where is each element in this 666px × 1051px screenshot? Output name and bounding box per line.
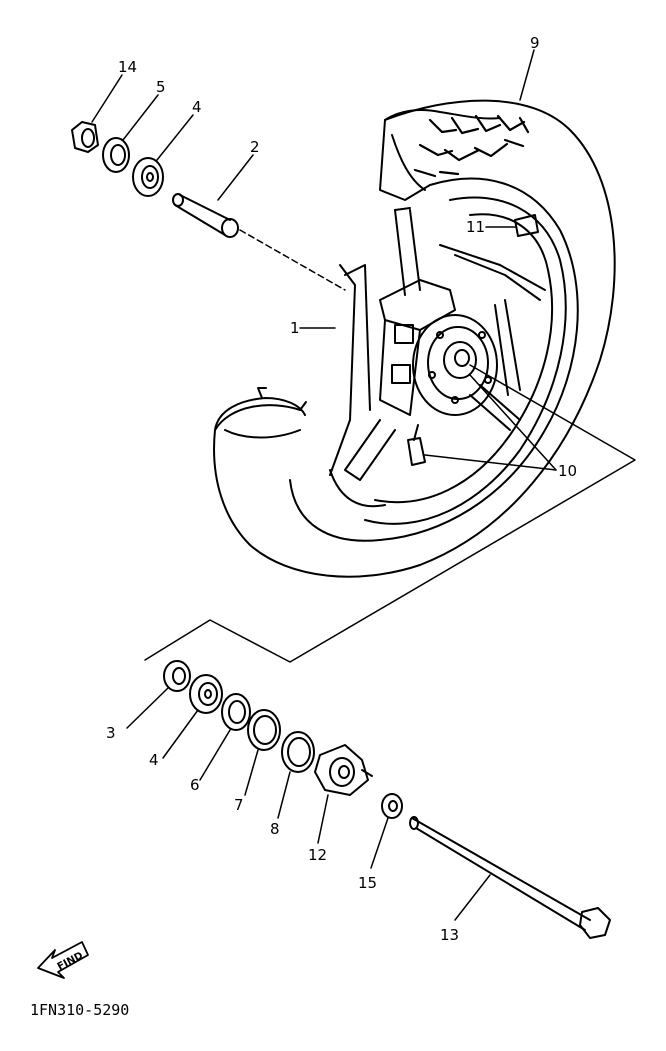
- washer-part-7: [247, 709, 281, 751]
- callout-4-upper: 4: [192, 98, 202, 116]
- callout-9: 9: [530, 34, 540, 52]
- valve-stem: [407, 424, 426, 466]
- bearing-part-4-lower: [189, 674, 223, 714]
- callout-10: 10: [558, 462, 577, 480]
- callout-8: 8: [270, 820, 280, 838]
- callout-13: 13: [440, 926, 459, 944]
- callout-leaders: [91, 49, 557, 921]
- find-arrow-icon: FIND: [37, 941, 89, 979]
- tread-pattern: [413, 114, 530, 178]
- gear-unit-part-12: [314, 744, 373, 796]
- callout-4-lower: 4: [149, 751, 159, 769]
- washer-part-8: [281, 731, 315, 773]
- hub: [379, 279, 498, 416]
- tire: [213, 99, 616, 578]
- guide-line-spacer: [239, 229, 346, 291]
- washer-part-15: [381, 793, 403, 819]
- callout-2: 2: [250, 138, 260, 156]
- callout-3: 3: [106, 724, 116, 742]
- bearing-part-4-upper: [132, 157, 164, 197]
- part-code: 1FN310-5290: [30, 1001, 129, 1019]
- callout-12: 12: [308, 846, 327, 864]
- oil-seal-part-3: [163, 660, 191, 692]
- spacer-part-2: [172, 193, 239, 238]
- callout-11: 11: [466, 218, 485, 236]
- callout-15: 15: [358, 874, 377, 892]
- callout-5-upper: 5: [156, 78, 166, 96]
- collar-part-14: [71, 121, 99, 153]
- oil-seal-part-5: [102, 137, 130, 173]
- balance-weight: [514, 214, 539, 237]
- guide-frame: [144, 364, 636, 663]
- callout-14: 14: [118, 58, 137, 76]
- callout-7: 7: [234, 796, 244, 814]
- callout-6: 6: [190, 776, 200, 794]
- circlip-part-6: [221, 693, 251, 731]
- axle-part-13: [409, 816, 611, 939]
- rim: [329, 196, 567, 525]
- callout-1: 1: [290, 319, 300, 337]
